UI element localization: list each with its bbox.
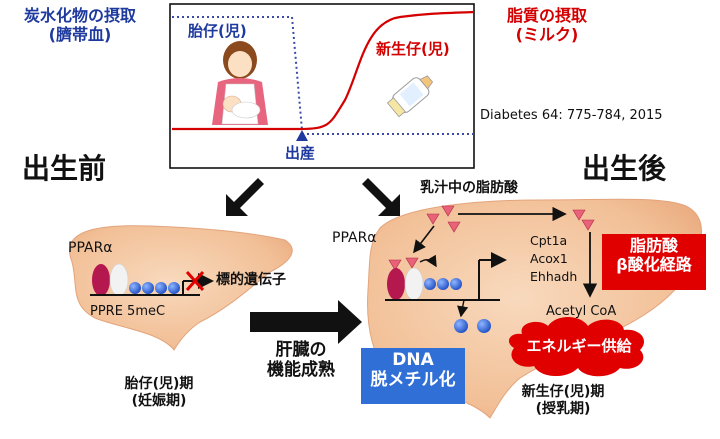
fetus-label: 胎仔(児) (188, 22, 247, 40)
ligand-binding-arrow (413, 225, 435, 254)
fetal-liver (69, 225, 293, 351)
gene-ehhadh: Ehhadh (530, 269, 578, 285)
fatty-acid-icons (388, 205, 595, 271)
after-birth-arrow-icon (362, 178, 400, 216)
gene-acox1: Acox1 (530, 251, 568, 267)
newborn-label: 新生仔(児) (376, 40, 450, 58)
carb-intake-label: 炭水化物の摂取 (臍帯血) (23, 6, 136, 45)
birth-marker-icon (296, 130, 308, 141)
milk-bottle-icon (386, 75, 434, 118)
neonatal-period-label: 新生仔(児)期 (授乳期) (521, 384, 605, 417)
milk-fatty-acid-label: 乳汁中の脂肪酸 (420, 180, 518, 196)
after-birth-heading: 出生後 (582, 152, 667, 185)
target-gene-label: 標的遺伝子 (216, 272, 286, 288)
activation-arrow (419, 254, 437, 268)
carb-intake-curve (172, 16, 303, 131)
beta-oxidation-box (602, 234, 706, 290)
dna-demethylation-label: DNA 脱メチル化 (370, 350, 456, 391)
acetyl-coa-label: Acetyl CoA (546, 304, 617, 319)
lipid-intake-label: 脂質の摂取 (ミルク) (506, 6, 587, 45)
birth-label: 出産 (285, 144, 316, 162)
target-gene-list: Cpt1a Acox1 Ehhadh (530, 232, 577, 286)
right-ppar-label: PPARα (332, 230, 377, 246)
release-arrow (457, 299, 469, 318)
right-ppar-complex (385, 252, 507, 333)
beta-oxidation-label: 脂肪酸 β酸化経路 (616, 236, 692, 275)
dna-demethylation-box (361, 348, 465, 404)
energy-supply-label: エネルギー供給 (526, 337, 632, 355)
fetal-period-label: 胎仔(児)期 (妊娠期) (124, 376, 194, 409)
maturation-arrow-icon (250, 300, 362, 344)
before-birth-heading: 出生前 (22, 152, 107, 185)
lipid-intake-curve (172, 10, 475, 131)
liver-maturation-label: 肝臓の 機能成熟 (267, 340, 335, 381)
gene-cpt1a: Cpt1a (530, 233, 568, 248)
energy-supply-cloud (508, 317, 645, 377)
mother-baby-icon (212, 41, 268, 125)
citation: Diabetes 64: 775-784, 2015 (480, 108, 663, 123)
before-birth-arrow-icon (226, 178, 264, 216)
ppre-methylation-label: PPRE 5meC (90, 304, 166, 319)
left-ppar-label: PPARα (68, 240, 113, 256)
left-ppar-complex (90, 263, 214, 297)
